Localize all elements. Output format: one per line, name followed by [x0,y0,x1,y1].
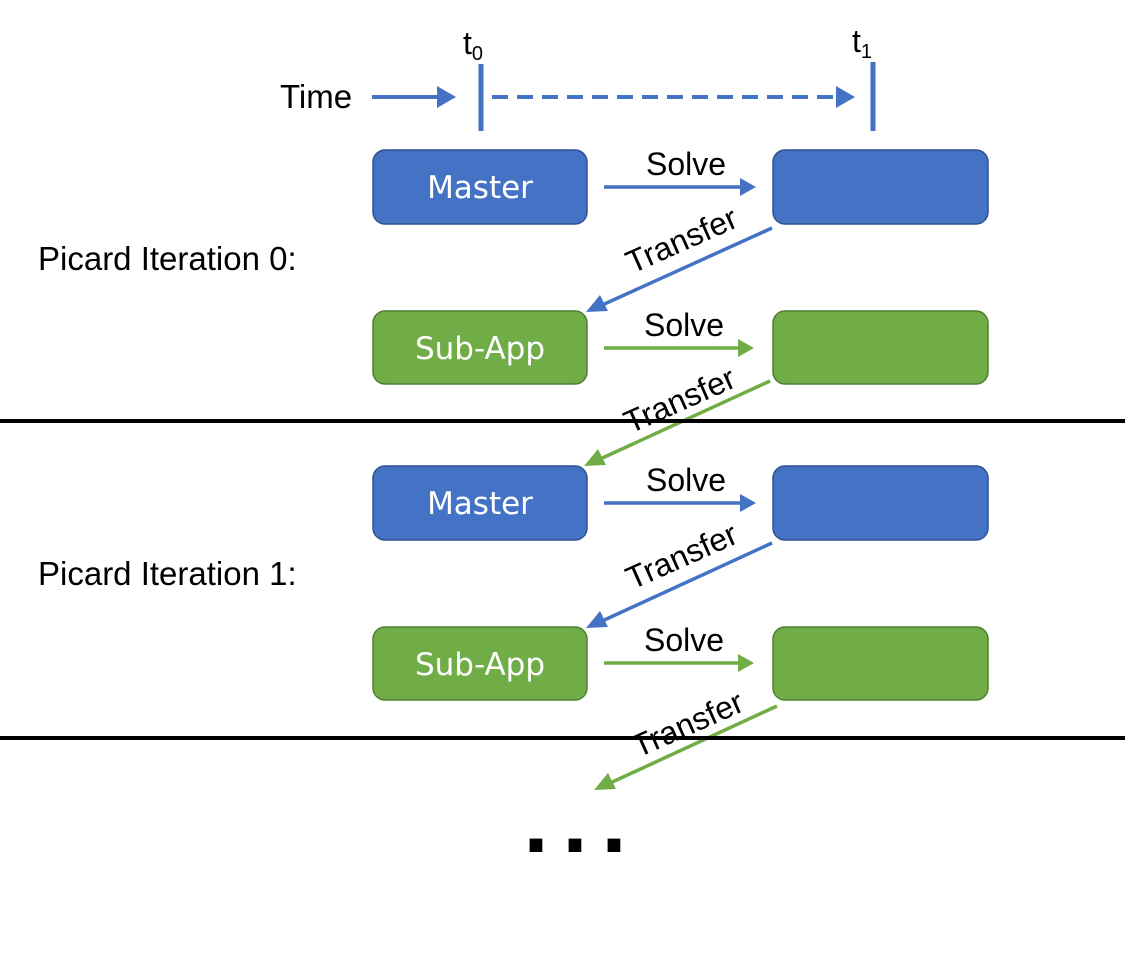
master-box-t0 [372,465,588,541]
iteration-label: Picard Iteration 0: [38,240,297,277]
subapp-solve-arrow-head [738,339,754,357]
master-solve-arrow-head [740,178,756,196]
subapp-transfer-arrow [607,704,778,786]
master-box-t1 [772,149,989,225]
subapp-box-t1 [772,626,989,701]
time-arrow-head [437,86,456,108]
subapp-transfer-label: Transfer [618,359,741,440]
iteration-1: Picard Iteration 1: Master Solve Transfe… [38,462,989,790]
subapp-solve-label: Solve [644,622,724,658]
iteration-0: Picard Iteration 0: Master Solve Transfe… [38,146,989,466]
subapp-transfer-arrow-head [584,449,606,466]
subapp-box-t0 [372,626,588,701]
master-box-t1 [772,465,989,541]
master-solve-label: Solve [646,146,726,182]
subapp-box-t0 [372,310,588,385]
iteration-label: Picard Iteration 1: [38,555,297,592]
subapp-solve-label: Solve [644,307,724,343]
subapp-box-t1 [772,310,989,385]
subapp-transfer-arrow-head [594,773,616,790]
subapp-box-label: Sub-App [415,647,545,683]
master-box-label: Master [427,170,533,206]
t0-label: t0 [463,25,483,65]
timeline: Time t0 t1 [280,23,876,131]
master-solve-label: Solve [646,462,726,498]
time-span-arrow-head [836,86,855,108]
master-box-label: Master [427,486,533,522]
subapp-box-label: Sub-App [415,331,545,367]
master-box-t0 [372,149,588,225]
master-transfer-arrow-head [586,295,608,312]
subapp-solve-arrow-head [738,654,754,672]
continuation-ellipsis: ... [523,772,640,872]
subapp-transfer-label: Transfer [626,683,749,764]
time-label: Time [280,78,352,115]
master-transfer-arrow [599,226,773,308]
master-transfer-arrow-head [586,611,608,628]
master-transfer-arrow [599,541,773,624]
master-solve-arrow-head [740,494,756,512]
t1-label: t1 [852,23,872,63]
